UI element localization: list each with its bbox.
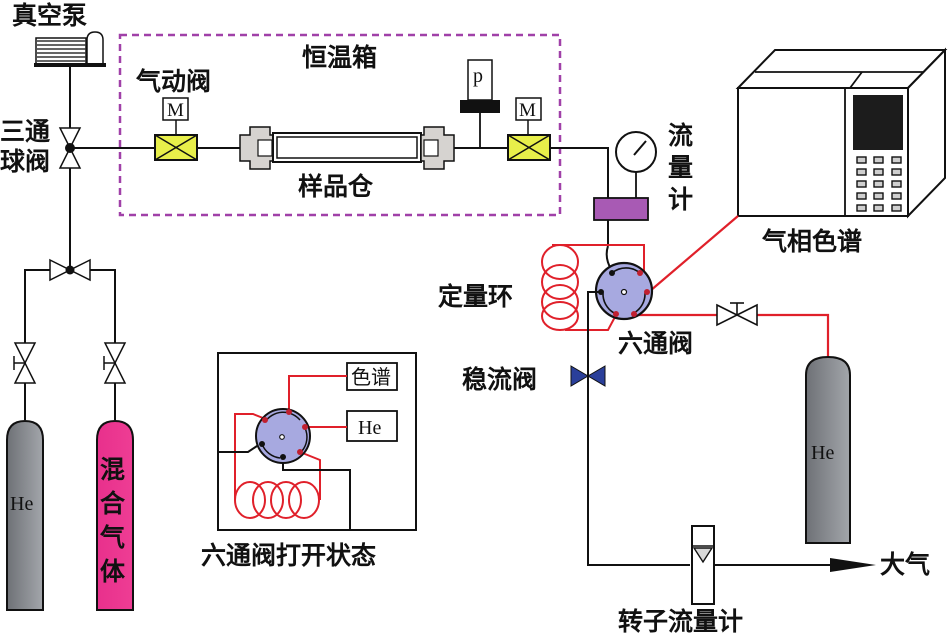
mixed-gas-cylinder-valve-icon [103, 342, 127, 384]
quantitative-loop-label: 定量环 [438, 282, 513, 311]
pressure-sensor-icon: p [460, 59, 500, 148]
he-cylinder-left-icon [6, 419, 44, 611]
flow-regulating-valve-icon [570, 365, 606, 387]
thermostat-box [118, 33, 562, 217]
he-cylinder-right-icon [805, 355, 851, 544]
flowmeter-label-1: 流 [668, 121, 693, 150]
quantitative-loop-icon [541, 244, 579, 331]
three-way-valve-label-1: 三通 [0, 117, 50, 146]
gas-chromatograph-label: 气相色谱 [761, 227, 862, 256]
sample-chamber-label: 样品仓 [298, 172, 374, 201]
mixed-gas-label-3: 气 [99, 523, 125, 552]
gas-chromatograph-icon [735, 47, 948, 219]
thermostat-label: 恒温箱 [302, 43, 377, 72]
six-way-valve-inset [217, 352, 417, 531]
mixed-gas-label-1: 混 [100, 455, 125, 484]
three-way-valve-label-2: 球阀 [0, 147, 50, 176]
pneumatic-valve-right-icon: M [507, 97, 551, 161]
branch-ball-valve-icon [49, 258, 91, 282]
inset-chromatograph-label: 色谱 [351, 365, 391, 389]
mixed-gas-label-2: 合 [100, 489, 126, 518]
vacuum-pump-label: 真空泵 [12, 1, 87, 30]
sample-chamber-icon [239, 126, 455, 170]
he-cylinder-valve-icon [13, 342, 37, 384]
flowmeter-gauge-icon [593, 131, 657, 221]
pneumatic-valve-left-icon: M [154, 97, 198, 161]
flowmeter-label-2: 量 [668, 153, 693, 182]
rotameter-icon [691, 525, 715, 605]
six-way-valve-label: 六通阀 [618, 329, 693, 358]
he-line-valve-icon [716, 302, 758, 327]
inset-he-label: He [358, 417, 381, 439]
svg-text:M: M [519, 100, 536, 121]
three-way-ball-valve-icon [58, 127, 82, 169]
vacuum-pump-icon [34, 31, 106, 67]
rotameter-label: 转子流量计 [618, 607, 743, 636]
he-cylinder-left-label: He [10, 493, 33, 515]
mixed-gas-label-4: 体 [100, 557, 126, 586]
svg-text:p: p [473, 65, 483, 87]
atmosphere-arrow-icon [830, 558, 876, 572]
he-cylinder-right-label: He [811, 442, 834, 464]
flowmeter-label-3: 计 [668, 185, 693, 214]
svg-text:M: M [167, 100, 184, 121]
inset-title: 六通阀打开状态 [201, 541, 376, 570]
pneumatic-valve-label: 气动阀 [135, 67, 211, 96]
atmosphere-label: 大气 [880, 550, 930, 579]
flow-regulating-valve-label: 稳流阀 [462, 365, 537, 394]
six-way-valve-icon [594, 261, 654, 321]
mixed-gas-cylinder-icon [96, 419, 134, 611]
